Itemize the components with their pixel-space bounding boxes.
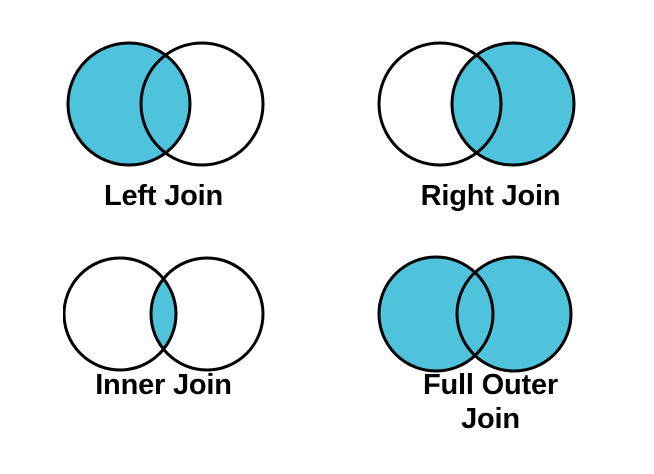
venn-left-join-svg	[66, 41, 265, 167]
venn-inner-join	[63, 253, 268, 375]
left-circle-outline	[63, 256, 178, 372]
right-circle-outline	[149, 256, 265, 372]
left-circle-outline	[377, 255, 495, 373]
intersection-region	[141, 43, 190, 165]
panel-label-inner-join: Inner Join	[95, 369, 232, 401]
intersection-region	[452, 43, 501, 165]
panel-label-left-join: Left Join	[103, 180, 224, 212]
venn-inner-join-svg	[63, 256, 265, 372]
right-circle-outline	[139, 41, 265, 167]
venn-left-join	[63, 34, 268, 174]
right-circle-outline	[455, 255, 573, 373]
left-circle-outline	[377, 41, 503, 167]
right-circle-outline	[450, 41, 576, 167]
venn-right-join-svg	[377, 41, 576, 167]
venn-full-outer-join-svg	[377, 255, 573, 373]
venn-right-join	[374, 34, 579, 174]
left-circle	[64, 258, 176, 370]
left-circle-outline	[66, 41, 192, 167]
panel-label-right-join: Right Join	[420, 180, 561, 212]
right-circle	[151, 258, 263, 370]
panel-label-full-outer-join: Full Outer Join	[423, 369, 558, 435]
venn-full-outer-join	[374, 253, 579, 375]
